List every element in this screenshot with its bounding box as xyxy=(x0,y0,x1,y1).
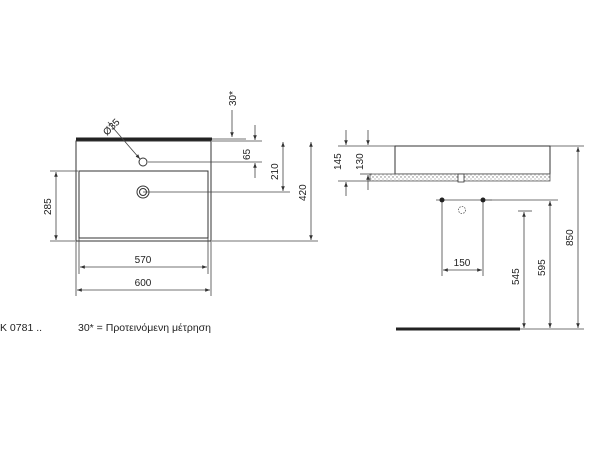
bowl-outline xyxy=(78,170,209,239)
dim-210-label: 210 xyxy=(270,163,281,180)
notes: K 0781 .. 30* = Προτεινόμενη μέτρηση xyxy=(0,322,211,334)
product-code: K 0781 .. xyxy=(0,322,42,334)
dim-65-label: 65 xyxy=(242,148,253,160)
dim-545-label: 545 xyxy=(511,268,522,285)
connection-point-right xyxy=(480,197,486,203)
recommended-measure-note: 30* = Προτεινόμενη μέτρηση xyxy=(78,322,211,334)
front-view: Ø35 30* 65 210 420 285 570 600 xyxy=(43,91,318,296)
dim-570-label: 570 xyxy=(135,255,152,266)
dim-600-label: 600 xyxy=(135,278,152,289)
basin-outline xyxy=(75,140,212,242)
dim-30-label: 30* xyxy=(228,91,239,106)
side-basin-body xyxy=(394,145,551,175)
tap-hole xyxy=(138,157,148,167)
dim-150-label: 150 xyxy=(454,258,471,269)
hole-leader xyxy=(107,121,141,160)
dim-145-label: 145 xyxy=(333,153,344,170)
dim-130-label: 130 xyxy=(355,153,366,170)
dim-850-label: 850 xyxy=(565,229,576,246)
drain-stub xyxy=(457,173,465,183)
dim-595-label: 595 xyxy=(537,259,548,276)
trap-outline xyxy=(458,206,466,214)
side-view: 145 130 150 545 595 850 xyxy=(333,130,584,331)
dim-285-label: 285 xyxy=(43,198,54,215)
connection-point-left xyxy=(439,197,445,203)
dim-420-label: 420 xyxy=(298,184,309,201)
